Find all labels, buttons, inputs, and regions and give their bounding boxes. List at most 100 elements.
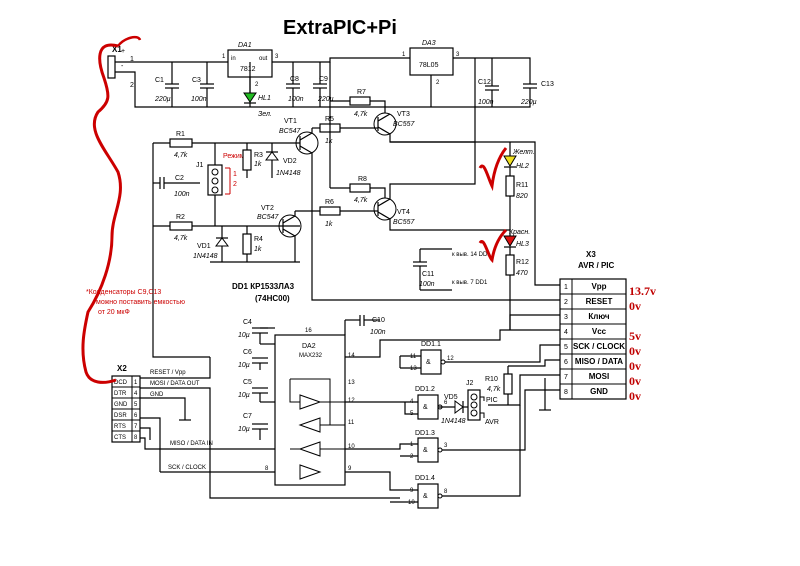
x3-pin-name: MOSI <box>589 372 609 381</box>
c8-value: 100n <box>288 96 304 103</box>
vt3-ref: VT3 <box>397 111 410 118</box>
r7-value: 4,7k <box>354 111 368 118</box>
x2-net-reset: RESET / Vpp <box>150 370 186 376</box>
x2-pin-num: 4 <box>134 391 138 397</box>
r6-ref: R6 <box>325 199 334 206</box>
c9-value: 220µ <box>317 96 334 103</box>
r8-ref: R8 <box>358 176 367 183</box>
dd1-4-p9: 9 <box>410 488 414 494</box>
c4-value: 10µ <box>238 332 250 339</box>
x3-pin-name: GND <box>590 387 608 396</box>
resistor-r11: R11 820 <box>505 167 528 230</box>
dd1-4-p8: 8 <box>444 489 448 495</box>
j1-mode-label: Режимы <box>223 153 250 160</box>
c12-value: 100n <box>478 99 494 106</box>
j2-pic: PIC <box>486 397 498 404</box>
x3-pin-name: MISO / DATA <box>575 357 623 366</box>
c10-value: 100n <box>370 329 386 336</box>
da2-pin9: 9 <box>348 466 352 472</box>
vt2-part: BC547 <box>257 214 280 221</box>
dd1-1-label: DD1.1 <box>421 341 441 348</box>
hl3-ref: HL3 <box>516 241 529 248</box>
vd5-ref: VD5 <box>444 394 458 401</box>
ic-da2: DA2 MAX232 16 14 13 12 11 10 9 8 <box>265 328 355 486</box>
x2-pin-name: CTS <box>114 435 126 441</box>
x3-pin-num: 5 <box>564 344 568 351</box>
resistor-r6: R6 1k <box>319 199 341 228</box>
resistor-r2: R2 4,7k <box>169 214 193 242</box>
c8-ref: C8 <box>290 76 299 83</box>
x2-pin-num: 6 <box>134 413 138 419</box>
r2-ref: R2 <box>176 214 185 221</box>
x2-pin-num: 7 <box>134 424 138 430</box>
c13-value: 220µ <box>520 99 537 106</box>
regulator-da3: DA3 78L05 1 3 2 <box>402 40 460 107</box>
c6-ref: C6 <box>243 349 252 356</box>
dd1-note-7: к выв. 7 DD1 <box>452 280 488 286</box>
j1-pin1: 1 <box>233 171 237 178</box>
da2-pin11: 11 <box>348 420 355 426</box>
c6-value: 10µ <box>238 362 250 369</box>
jumper-j2: J2 PIC AVR <box>466 380 499 426</box>
r4-ref: R4 <box>254 236 263 243</box>
x2-net-sck: SCK / CLOCK <box>168 465 206 471</box>
r12-ref: R12 <box>516 259 529 266</box>
x1-pin2: 2 <box>130 82 134 89</box>
x3-subtitle: AVR / PIC <box>578 261 615 270</box>
jumper-j1: J1 Режимы 1 2 <box>196 143 250 226</box>
dd1-3-p1: 1 <box>410 442 414 448</box>
transistor-vt4: VT4 BC557 <box>373 197 416 226</box>
voltage-label: 13.7v <box>629 284 656 298</box>
x2-pin-name: DTR <box>114 391 127 397</box>
c9-ref: C9 <box>319 76 328 83</box>
c11-value: 100n <box>419 281 435 288</box>
da2-ref: DA2 <box>302 343 316 350</box>
capacitor-c10: C10 100n <box>344 315 386 336</box>
r1-ref: R1 <box>176 131 185 138</box>
c2-ref: C2 <box>175 175 184 182</box>
c13-ref: C13 <box>541 81 554 88</box>
x2-ref: X2 <box>117 364 127 373</box>
transistor-vt2: VT2 BC547 <box>257 205 302 262</box>
x3-pin-num: 6 <box>564 359 568 366</box>
x2-pin-num: 1 <box>134 380 138 386</box>
x3-pin-num: 1 <box>564 284 568 291</box>
capacitor-c4: C4 10µ <box>238 319 275 345</box>
dd1-2-p6: 6 <box>444 400 448 406</box>
x3-pin-name: RESET <box>586 297 613 306</box>
resistor-r8: R8 4,7k <box>349 176 371 204</box>
dd1-1-amp: & <box>426 359 431 366</box>
transistor-vt1: VT1 BC547 <box>279 118 319 178</box>
x3-pin-name: Vcc <box>592 327 607 336</box>
dd1-title: DD1 КР1533ЛА3 <box>232 282 295 291</box>
da2-pin14: 14 <box>348 353 355 359</box>
voltage-label: 0v <box>629 389 641 403</box>
hl3-label: Красн. <box>509 229 530 236</box>
da1-ref: DA1 <box>238 42 252 49</box>
da2-pin13: 13 <box>348 380 355 386</box>
hl2-ref: HL2 <box>516 163 529 170</box>
dd1-3-p2: 2 <box>410 454 414 460</box>
x1-plus: + <box>121 48 125 55</box>
capacitor-c8: C8 100n <box>286 62 304 107</box>
x1-ref: X1 <box>112 45 122 54</box>
capacitor-c6: C6 10µ <box>238 349 268 370</box>
dd1-1-p11: 11 <box>410 354 417 360</box>
diode-vd1: VD1 1N4148 <box>193 226 229 262</box>
r7-ref: R7 <box>357 89 366 96</box>
r11-ref: R11 <box>516 182 528 189</box>
x1-minus: - <box>121 63 124 70</box>
hl2-label: Желт. <box>512 149 535 156</box>
vt4-part: BC557 <box>393 219 416 226</box>
x3-pin-name: Vpp <box>591 282 606 291</box>
r2-value: 4,7k <box>174 235 188 242</box>
r6-value: 1k <box>325 221 333 228</box>
da3-pin3: 3 <box>456 52 460 58</box>
diagram-title: ExtraPIC+Pi <box>283 17 397 39</box>
x2-pin-num: 8 <box>134 435 138 441</box>
voltage-label: 5v <box>629 329 641 343</box>
x3-pin-num: 4 <box>564 329 568 336</box>
x3-pin-num: 8 <box>564 389 568 396</box>
